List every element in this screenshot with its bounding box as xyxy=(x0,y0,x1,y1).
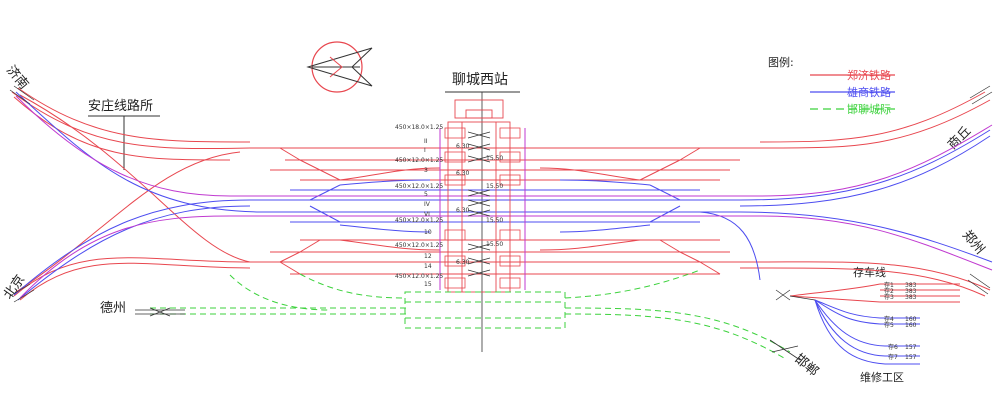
depot-track-label: 存5 xyxy=(884,321,894,329)
platform-label: 450×12.0×1.25 xyxy=(395,242,443,249)
platform-label: 450×12.0×1.25 xyxy=(395,183,443,190)
depot-mark: 160 xyxy=(905,322,917,329)
track-number: 10 xyxy=(424,229,432,236)
platform-labels: 450×18.0×1.25 450×12.0×1.25 450×12.0×1.2… xyxy=(395,124,443,280)
depot-mark: 157 xyxy=(905,354,917,361)
depot-track-labels: 存1 存2 存3 存4 存5 存6 存7 383 383 383 160 160… xyxy=(884,281,917,361)
track-number: I xyxy=(424,147,426,154)
platform-label: 450×12.0×1.25 xyxy=(395,273,443,280)
depot-track-label: 存2 xyxy=(884,287,894,295)
level-marks: 6.30 15.50 6.30 15.50 6.30 15.50 6.30 15… xyxy=(456,143,503,266)
track-number: 5 xyxy=(424,191,428,198)
depot-track-label: 存4 xyxy=(884,315,894,323)
track-numbers: II I 3 5 IV VI 10 12 14 15 xyxy=(424,138,432,288)
dezhou-connection xyxy=(135,307,185,317)
depot-switches xyxy=(775,289,816,301)
track-number: 14 xyxy=(424,263,432,270)
depot-track-label: 存3 xyxy=(884,293,894,301)
platforms xyxy=(444,127,521,289)
legend-label-xiongshang: 雄商铁路 xyxy=(847,85,891,99)
platform-label: 450×12.0×1.25 xyxy=(395,217,443,224)
depot-mark: 383 xyxy=(905,282,917,289)
level-mark: 15.50 xyxy=(486,241,503,248)
legend-label-hanliao: 邯聊城际 xyxy=(847,102,891,116)
depot-mark: 160 xyxy=(905,316,917,323)
legend-title: 图例: xyxy=(768,55,794,69)
depot-mark: 383 xyxy=(905,288,917,295)
depot-label: 存车线 xyxy=(853,265,886,279)
anzhuang-label: 安庄线路所 xyxy=(88,98,153,114)
level-mark: 6.30 xyxy=(456,259,470,266)
north-arrow-icon xyxy=(306,41,373,93)
xiongshang-railway-lines xyxy=(13,91,993,301)
track-number: IV xyxy=(424,201,431,208)
level-mark: 6.30 xyxy=(456,143,470,150)
platform-crossovers xyxy=(467,131,491,277)
zhengji-railway-lines xyxy=(11,87,991,301)
legend-label-zhengji: 郑济铁路 xyxy=(847,68,891,82)
station-through-lines xyxy=(15,95,993,299)
track-number: 15 xyxy=(424,281,432,288)
station-name: 聊城西站 xyxy=(452,72,508,88)
legend: 图例: 郑济铁路 雄商铁路 邯聊城际 xyxy=(768,55,895,116)
dezhou-label: 德州 xyxy=(100,301,126,316)
depot-mark: 157 xyxy=(905,344,917,351)
platform-label: 450×18.0×1.25 xyxy=(395,124,443,131)
zhengzhou-label: 郑州 xyxy=(959,228,987,258)
level-mark: 15.50 xyxy=(486,155,503,162)
depot-track-label: 存6 xyxy=(888,343,898,351)
maintenance-label: 维修工区 xyxy=(860,370,904,384)
depot-track-label: 存7 xyxy=(888,353,898,361)
maintenance-tracks xyxy=(814,299,920,365)
platform-label: 450×12.0×1.25 xyxy=(395,157,443,164)
level-mark: 15.50 xyxy=(486,183,503,190)
level-mark: 15.50 xyxy=(486,217,503,224)
hanliao-intercity-lines xyxy=(150,269,791,359)
depot-tracks xyxy=(789,283,960,303)
track-number: II xyxy=(424,138,428,145)
track-number: 12 xyxy=(424,253,432,260)
depot-track-label: 存1 xyxy=(884,281,894,289)
track-number: VI xyxy=(424,211,430,218)
handan-connection xyxy=(769,339,801,361)
level-mark: 6.30 xyxy=(456,170,470,177)
level-mark: 6.30 xyxy=(456,207,470,214)
track-number: 3 xyxy=(424,167,428,174)
jinan-label: 济南 xyxy=(3,62,32,92)
depot-mark: 383 xyxy=(905,294,917,301)
line-end-marks xyxy=(9,85,993,303)
handan-label: 邯郸 xyxy=(791,352,821,380)
